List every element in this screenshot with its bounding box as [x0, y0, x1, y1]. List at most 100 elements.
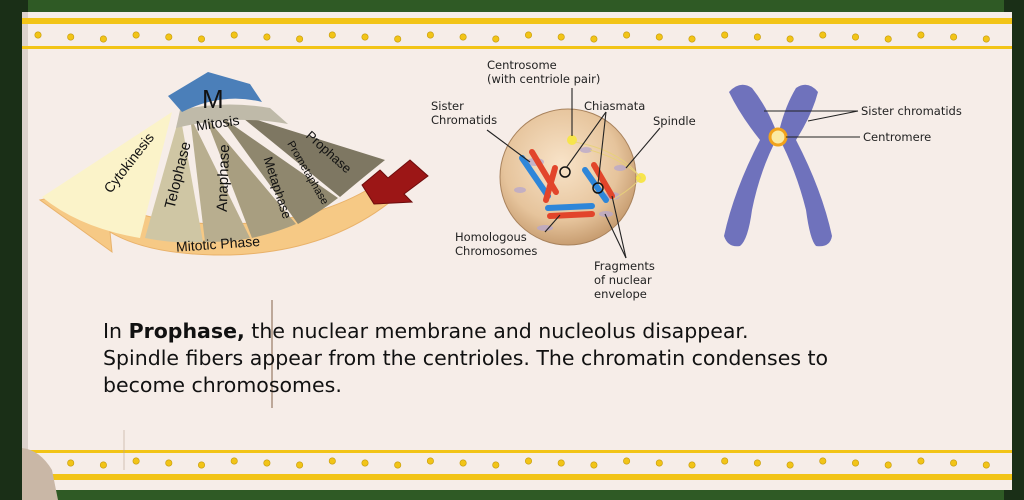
- chiasma-marker: [559, 166, 571, 178]
- border-dot: [623, 31, 631, 39]
- mitosis-label: Mitosis: [195, 112, 240, 134]
- border-dot: [655, 459, 663, 467]
- border-dot: [132, 457, 140, 465]
- border-dot: [917, 457, 925, 465]
- border-dot: [688, 461, 696, 469]
- border-dot: [655, 33, 663, 41]
- chromosomes: [519, 149, 615, 219]
- border-dot: [296, 461, 304, 469]
- border-dot: [950, 33, 958, 41]
- border-dot: [819, 31, 827, 39]
- border-dot: [819, 457, 827, 465]
- description-line2: Spindle fibers appear from the centriole…: [103, 346, 829, 370]
- sister-chromatids-chromosome-label: Sister chromatids: [861, 104, 962, 118]
- prophase-segment: [238, 114, 385, 197]
- chromosome-diagram: [724, 84, 860, 247]
- border-dot: [884, 461, 892, 469]
- border-dot: [132, 31, 140, 39]
- border-dot: [492, 35, 500, 43]
- red-arrow: [361, 159, 429, 205]
- border-dot: [459, 33, 467, 41]
- border-dot: [328, 31, 336, 39]
- centromere-dot: [768, 127, 788, 147]
- mitotic-phase-label: Mitotic Phase: [176, 233, 261, 255]
- border-dot: [786, 35, 794, 43]
- border-dots: [34, 31, 990, 469]
- border-dot: [950, 459, 958, 467]
- description-text: In Prophase, the nuclear membrane and nu…: [103, 318, 1003, 399]
- cell-leader-lines: [486, 88, 661, 259]
- border-dot: [851, 33, 859, 41]
- centrosome-text: Centrosome: [487, 58, 557, 72]
- border-dot: [851, 459, 859, 467]
- border-dot: [688, 35, 696, 43]
- border-dot: [230, 31, 238, 39]
- border-dot: [99, 35, 107, 43]
- sister-chromatids-line1: Sister: [431, 99, 464, 113]
- fragments-line2: of nuclear: [594, 273, 652, 287]
- border-dot: [524, 457, 532, 465]
- border-dot: [426, 31, 434, 39]
- border-dot: [328, 457, 336, 465]
- parchment-left-shadow: [22, 12, 28, 490]
- m-label: M: [202, 84, 224, 114]
- border-dot: [459, 459, 467, 467]
- telophase-segment: [145, 114, 203, 243]
- border-dot: [198, 461, 206, 469]
- border-dot: [99, 461, 107, 469]
- spindle-label: Spindle: [653, 114, 696, 128]
- border-dot: [623, 457, 631, 465]
- centrosome-label: Centrosome (with centriole pair): [487, 58, 600, 86]
- description-phase: Prophase,: [128, 319, 245, 343]
- m-cap: [168, 72, 262, 112]
- border-dot: [557, 459, 565, 467]
- border-dot: [198, 35, 206, 43]
- description-intro: In: [103, 319, 129, 343]
- homologous-chromosomes-label: Homologous Chromosomes: [455, 230, 537, 258]
- border-dot: [165, 33, 173, 41]
- border-dot: [721, 31, 729, 39]
- description-line1: In Prophase, the nuclear membrane and nu…: [103, 318, 1003, 345]
- mitosis-diagram: [38, 72, 429, 256]
- homologous-line1: Homologous: [455, 230, 527, 244]
- centrosome-top: [567, 135, 577, 145]
- border-dot: [394, 461, 402, 469]
- cell-diagram: [486, 88, 661, 259]
- centrosome-note: (with centriole pair): [487, 72, 601, 86]
- homologous-line2: Chromosomes: [455, 244, 538, 258]
- border-dot: [721, 457, 729, 465]
- anaphase-segment: [190, 116, 250, 242]
- border-dot: [165, 459, 173, 467]
- border-dot: [982, 35, 990, 43]
- description-line3: become chromosomes.: [103, 373, 342, 397]
- mitosis-band: [176, 104, 288, 128]
- chiasmata-label: Chiasmata: [584, 99, 646, 113]
- top-border: [22, 18, 1012, 49]
- border-dot: [786, 461, 794, 469]
- border-dot: [753, 33, 761, 41]
- border-dot: [917, 31, 925, 39]
- border-dot: [982, 461, 990, 469]
- border-dot: [426, 457, 434, 465]
- centromere-label: Centromere: [863, 130, 932, 144]
- border-dot: [263, 33, 271, 41]
- fragments-line1: Fragments: [594, 259, 655, 273]
- cell-body: [499, 108, 637, 246]
- border-dot: [753, 459, 761, 467]
- description-rest: the nuclear membrane and nucleolus disap…: [244, 319, 749, 343]
- border-dot: [590, 35, 598, 43]
- prometaphase-segment: [220, 116, 338, 224]
- sister-chromatids-label: Sister Chromatids: [431, 99, 497, 127]
- border-dot: [361, 33, 369, 41]
- border-dot: [296, 35, 304, 43]
- border-dot: [590, 461, 598, 469]
- sister-chromatids-line2: Chromatids: [431, 113, 498, 127]
- border-dot: [884, 35, 892, 43]
- border-dot: [67, 459, 75, 467]
- cytokinesis-segment: [42, 112, 172, 238]
- fragments-line3: envelope: [594, 287, 647, 301]
- border-dot: [557, 33, 565, 41]
- parchment-corner: [22, 448, 58, 500]
- chromatid-right: [778, 84, 832, 247]
